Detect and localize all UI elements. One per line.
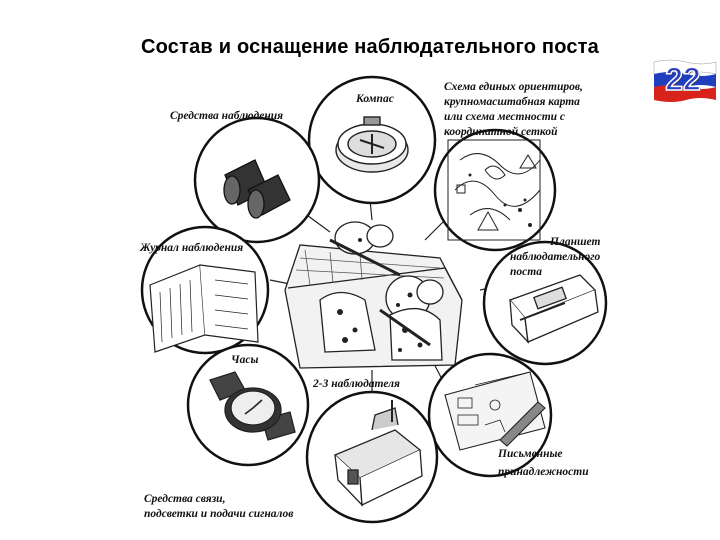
tablet-label: Планшет наблюдательного поста [510,235,600,280]
compass-label: Компас [356,93,394,105]
page-title: Состав и оснащение наблюдательного поста [141,36,599,58]
field-telephone-icon [333,400,423,507]
wristwatch-icon [209,371,296,441]
tablet-label-line-3: поста [510,266,542,278]
compass-circle [307,75,437,205]
journal-circle [140,225,270,355]
map-label-line-1: Схема единых ориентиров, [444,81,583,93]
journal-icon [149,264,259,353]
map-icon [447,139,541,241]
tablet-icon [508,274,599,344]
tablet-label-line-1: Планшет [550,236,601,248]
map-circle [433,128,557,252]
observers-illustration [284,221,463,369]
map-label-line-4: координатной сеткой [444,126,558,138]
observers-label: 2-3 наблюдателя [313,378,400,390]
writing-label-line-2: принадлежности [498,466,589,478]
comms-label: Средства связи, подсветки и подачи сигна… [144,492,293,522]
tablet-circle [482,240,608,366]
slide-number-badge: 22 [652,58,718,104]
map-label-line-3: или схема местности с [444,111,566,123]
writing-label: Письменные принадлежности [498,445,589,481]
clock-label: Часы [231,354,259,366]
journal-label: Журнал наблюдения [140,242,244,254]
russian-flag-icon [653,59,717,102]
slide-number: 22 [664,60,701,98]
writing-tools-icon [444,371,546,451]
comms-circle [305,390,439,524]
map-label-line-2: крупномасштабная карта [444,96,580,108]
binoculars-icon [223,159,291,219]
writing-circle [427,352,553,478]
observation-means-circle [193,116,321,244]
observation-means-label: Средства наблюдения [170,110,284,122]
comms-label-line-2: подсветки и подачи сигналов [144,508,294,520]
comms-label-line-1: Средства связи, [144,493,226,505]
compass-icon [335,116,409,173]
map-label: Схема единых ориентиров, крупномасштабна… [444,80,583,140]
tablet-label-line-2: наблюдательного [510,251,601,263]
writing-label-line-1: Письменные [498,448,563,460]
clock-circle [186,343,310,467]
